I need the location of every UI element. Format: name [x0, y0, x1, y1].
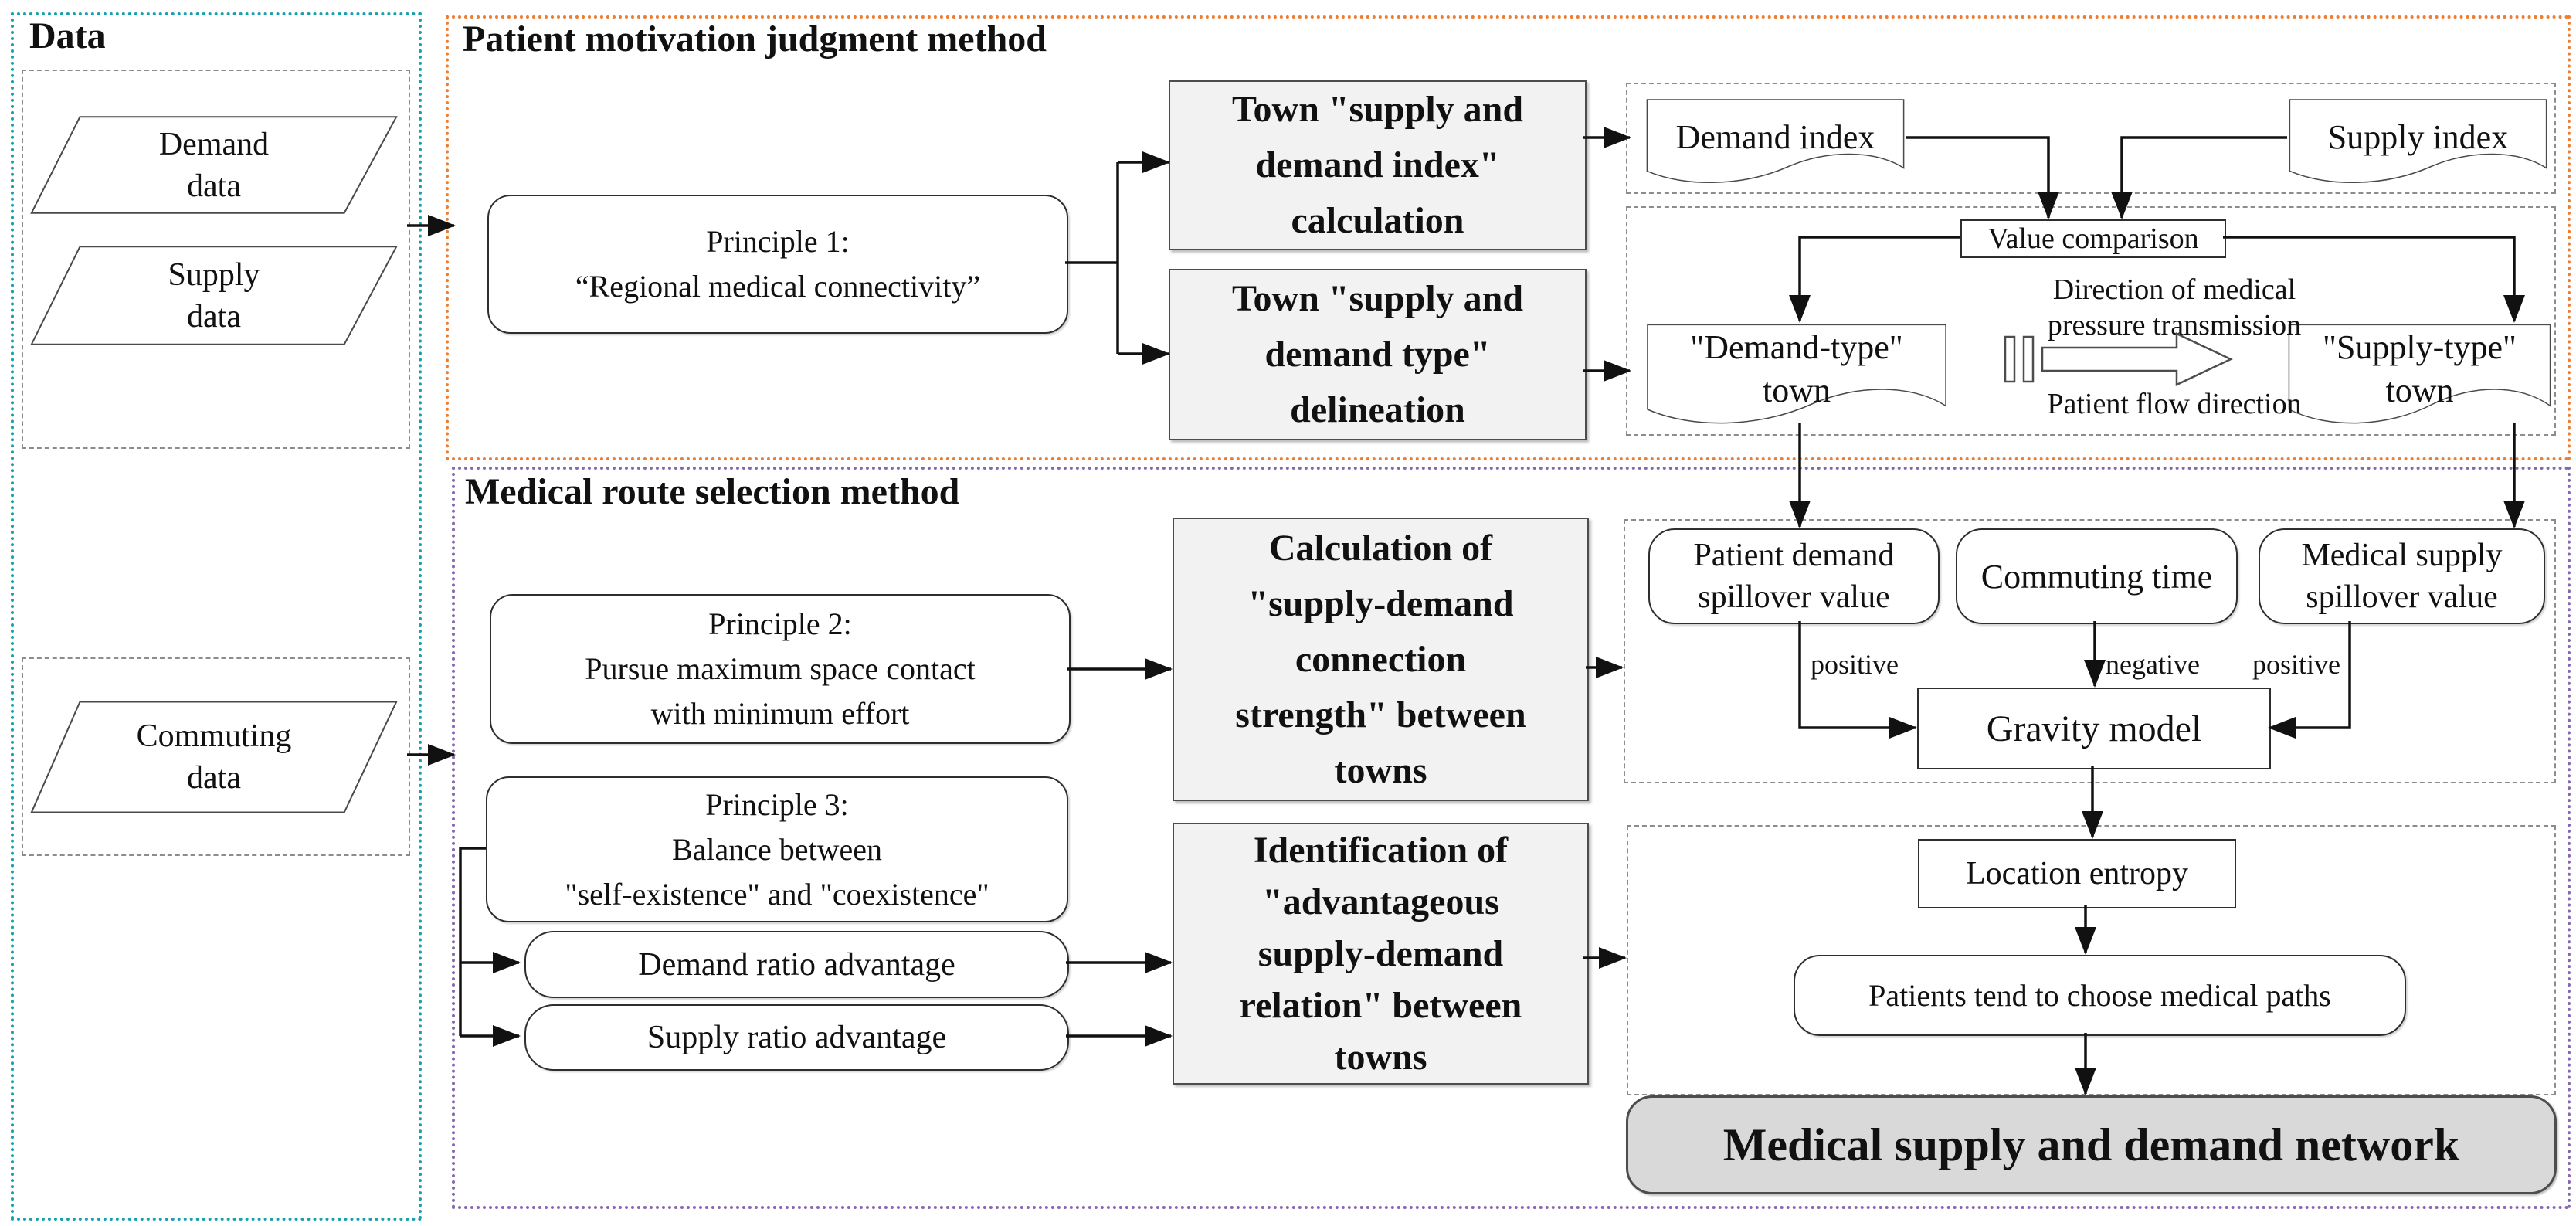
comparison-group: [1626, 206, 2556, 436]
demand-supply-group: [22, 70, 410, 449]
demand-ratio-node: Demand ratio advantage: [524, 931, 1069, 998]
parallelogram-shape-icon: [28, 701, 400, 813]
supply-ratio-label: Supply ratio advantage: [647, 1020, 947, 1055]
patient-spillover-node: Patient demand spillover value: [1648, 528, 1940, 624]
demand-ratio-label: Demand ratio advantage: [638, 946, 955, 983]
ident-line2: "advantageous: [1262, 881, 1499, 922]
patient-flow-text: Patient flow direction: [2047, 388, 2302, 420]
type-delineation-node: Town "supply and demand type" delineatio…: [1169, 269, 1587, 440]
index-calculation-node: Town "supply and demand index" calculati…: [1169, 80, 1587, 250]
patient-method-panel: [446, 15, 2571, 460]
value-comparison-node: Value comparison: [1960, 219, 2226, 258]
type-delin-line3: delineation: [1290, 389, 1465, 430]
patient-spillover-line2: spillover value: [1698, 579, 1890, 615]
principle2-line2: Pursue maximum space contact: [585, 651, 976, 686]
type-delin-line2: demand type": [1264, 334, 1491, 375]
supply-data-line1: Supply: [168, 256, 260, 293]
gravity-model-node: Gravity model: [1917, 688, 2271, 769]
parallelogram-shape-icon: [28, 246, 400, 345]
patient-flow-label: Patient flow direction: [1993, 386, 2356, 422]
principle3-line2: Balance between: [671, 831, 883, 867]
index-calc-line2: demand index": [1255, 144, 1500, 185]
supply-index-document: Supply index: [2287, 98, 2549, 189]
supply-spillover-node: Medical supply spillover value: [2259, 528, 2545, 624]
principle3-line1: Principle 3:: [705, 786, 849, 822]
demand-data-line2: data: [187, 168, 241, 204]
ident-line1: Identification of: [1253, 830, 1509, 871]
supply-spillover-line1: Medical supply: [2301, 538, 2503, 573]
commuting-data-line2: data: [187, 760, 241, 796]
location-entropy-label: Location entropy: [1965, 856, 2189, 891]
calc-line4: strength" between: [1235, 694, 1526, 735]
patient-method-title: Patient motivation judgment method: [463, 19, 1047, 59]
positive-right-label: positive: [2252, 649, 2340, 680]
supply-data-parallelogram: Supply data: [28, 246, 400, 345]
principle1-line1: Principle 1:: [706, 224, 850, 259]
demand-town-line2: town: [1763, 372, 1831, 410]
calc-line1: Calculation of: [1268, 527, 1493, 569]
ident-line4: relation" between: [1239, 985, 1522, 1026]
principle3-line3: "self-existence" and "coexistence": [565, 876, 989, 912]
location-entropy-node: Location entropy: [1918, 839, 2236, 908]
commuting-data-line1: Commuting: [136, 718, 292, 754]
identification-node: Identification of "advantageous supply-d…: [1173, 823, 1589, 1085]
principle2-line1: Principle 2:: [708, 606, 852, 641]
negative-label: negative: [2106, 649, 2200, 680]
commuting-time-label: Commuting time: [1980, 557, 2213, 596]
gravity-model-label: Gravity model: [1986, 708, 2202, 749]
principle1-node: Principle 1: “Regional medical connectiv…: [487, 195, 1068, 334]
principle1-line2: “Regional medical connectivity”: [575, 269, 981, 304]
commuting-group: [22, 657, 410, 856]
positive-left-label: positive: [1811, 649, 1899, 680]
patients-paths-label: Patients tend to choose medical paths: [1868, 978, 2331, 1013]
supply-spillover-line2: spillover value: [2306, 579, 2498, 615]
document-shape-icon: [1644, 323, 1949, 431]
pressure-line1: Direction of medical: [2052, 273, 2296, 306]
calc-line2: "supply-demand: [1247, 582, 1514, 624]
demand-data-line1: Demand: [158, 126, 270, 162]
supply-index-label: Supply index: [2327, 117, 2509, 156]
supply-ratio-node: Supply ratio advantage: [524, 1004, 1069, 1071]
network-result-node: Medical supply and demand network: [1626, 1095, 2557, 1194]
patient-flow-block-arrow-icon: [2004, 332, 2233, 386]
supply-town-line2: town: [2385, 372, 2454, 410]
data-panel: [11, 12, 422, 1221]
patients-paths-node: Patients tend to choose medical paths: [1794, 955, 2406, 1036]
demand-data-parallelogram: Demand data: [28, 116, 400, 214]
value-comparison-label: Value comparison: [1987, 222, 2199, 255]
commuting-data-parallelogram: Commuting data: [28, 701, 400, 813]
calc-line5: towns: [1334, 749, 1427, 791]
calc-line3: connection: [1295, 638, 1467, 680]
demand-index-document: Demand index: [1644, 98, 1906, 189]
patient-spillover-line1: Patient demand: [1693, 538, 1895, 573]
route-method-panel: [452, 467, 2571, 1209]
data-panel-title: Data: [29, 15, 106, 56]
ident-line3: supply-demand: [1257, 933, 1504, 974]
demand-town-document: "Demand-type" town: [1644, 323, 1949, 431]
document-shape-icon: [1644, 98, 1906, 189]
supply-town-line1: "Supply-type": [2322, 328, 2517, 367]
index-calc-line3: calculation: [1291, 200, 1464, 241]
principle2-node: Principle 2: Pursue maximum space contac…: [490, 594, 1071, 744]
commuting-time-node: Commuting time: [1956, 528, 2238, 624]
route-method-title: Medical route selection method: [465, 471, 960, 512]
document-shape-icon: [2287, 98, 2549, 189]
gravity-group: [1624, 519, 2556, 783]
principle3-node: Principle 3: Balance between "self-exist…: [486, 776, 1068, 922]
document-shape-icon: [2286, 323, 2553, 431]
principle2-line3: with minimum effort: [650, 696, 910, 731]
supply-data-line2: data: [187, 298, 241, 335]
demand-index-label: Demand index: [1675, 117, 1875, 156]
index-calc-line1: Town "supply and: [1231, 89, 1524, 130]
demand-town-line1: "Demand-type": [1690, 328, 1903, 367]
connection-strength-node: Calculation of "supply-demand connection…: [1173, 518, 1589, 801]
supply-town-document: "Supply-type" town: [2286, 323, 2553, 431]
parallelogram-shape-icon: [28, 116, 400, 214]
type-delin-line1: Town "supply and: [1231, 278, 1524, 319]
ident-line5: towns: [1334, 1037, 1427, 1078]
network-result-label: Medical supply and demand network: [1722, 1119, 2460, 1170]
